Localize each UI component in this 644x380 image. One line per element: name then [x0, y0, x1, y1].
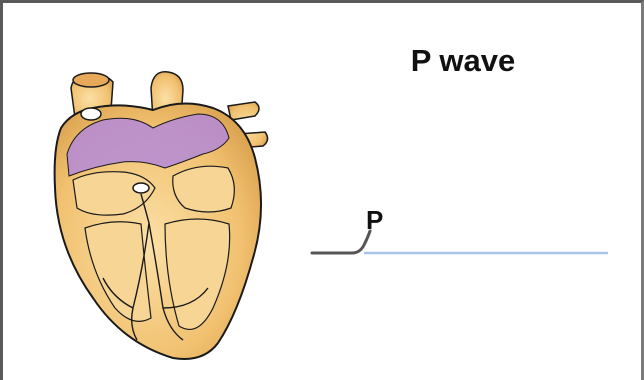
- sa-node: [81, 108, 101, 120]
- slide-title: P wave: [363, 43, 563, 79]
- recorded-trace: [312, 231, 370, 253]
- heart-illustration: [33, 58, 293, 368]
- ecg-trace: P: [308, 203, 618, 273]
- p-wave-label: P: [366, 205, 383, 235]
- av-node: [133, 183, 149, 193]
- left-atrium: [173, 166, 235, 212]
- vena-cava-opening: [73, 73, 109, 87]
